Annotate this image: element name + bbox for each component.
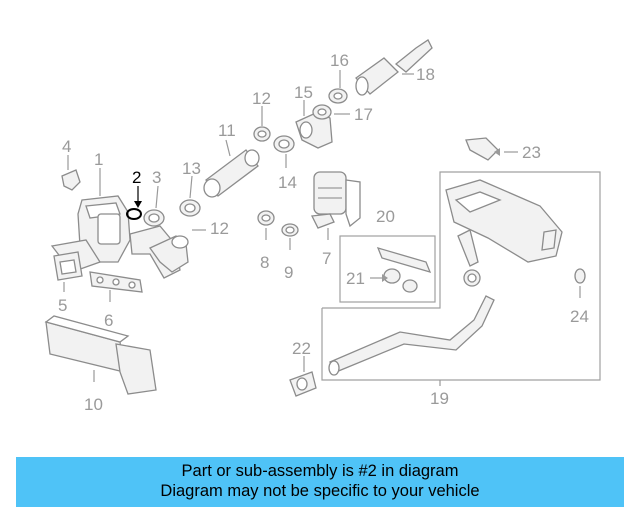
part-23-hanger [465, 137, 499, 161]
callout-12-upper: 12 [252, 89, 271, 108]
callout-11: 11 [218, 121, 236, 140]
group-box-19 [321, 171, 601, 381]
banner-line-1: Part or sub-assembly is #2 in diagram [181, 462, 459, 480]
part-5-heat-shield [53, 251, 83, 281]
part-13-clamp [179, 199, 201, 217]
part-19-tailpipe [328, 179, 563, 376]
part-18-front-pipe [355, 39, 433, 96]
part-15-flange [295, 111, 333, 149]
part-12-pipe-lower [149, 235, 189, 273]
callout-4: 4 [62, 137, 71, 156]
part-20-bracket [376, 247, 432, 273]
part-2-gasket [126, 208, 142, 220]
part-3-clamp [143, 209, 165, 227]
callout-12-lower: 12 [210, 219, 229, 238]
banner-line-2: Diagram may not be specific to your vehi… [160, 482, 480, 500]
callout-13: 13 [182, 159, 201, 178]
callout-6: 6 [104, 311, 113, 330]
part-14-clamp [273, 135, 295, 153]
callout-19: 19 [430, 389, 449, 408]
callout-24: 24 [570, 307, 589, 326]
part-info-banner: Part or sub-assembly is #2 in diagram Di… [16, 457, 624, 507]
callout-8: 8 [260, 253, 269, 272]
callout-14: 14 [278, 173, 297, 192]
callout-9: 9 [284, 263, 293, 282]
part-7-unit [311, 171, 361, 229]
part-10-cooler [44, 315, 157, 395]
callout-2: 2 [132, 168, 141, 187]
callout-17: 17 [354, 105, 373, 124]
callout-3: 3 [152, 168, 161, 187]
part-21-mounts [383, 268, 418, 293]
callout-21: 21 [346, 269, 365, 288]
part-11-silencer [203, 149, 260, 198]
part-24-rubber [574, 268, 586, 284]
part-8-clamp [257, 210, 275, 226]
callout-15: 15 [294, 83, 313, 102]
exhaust-parts-diagram: 1 2 3 4 5 6 7 [44, 39, 601, 414]
callout-1: 1 [94, 150, 103, 169]
callout-23: 23 [522, 143, 541, 162]
callout-5: 5 [58, 296, 67, 315]
part-9-clamp [281, 223, 299, 237]
callout-10: 10 [84, 395, 103, 414]
part-17-gasket [312, 104, 332, 120]
part-12-clamp-upper [253, 126, 271, 142]
part-4-bracket [61, 169, 81, 191]
callout-20: 20 [376, 207, 395, 226]
callout-7: 7 [322, 249, 331, 268]
callout-16: 16 [330, 51, 349, 70]
group-box-20 [339, 235, 436, 303]
part-6-flange-gasket [89, 271, 143, 293]
callout-18: 18 [416, 65, 435, 84]
callout-22: 22 [292, 339, 311, 358]
part-22-flange-clamp [289, 371, 317, 397]
part-16-ring [328, 88, 348, 104]
